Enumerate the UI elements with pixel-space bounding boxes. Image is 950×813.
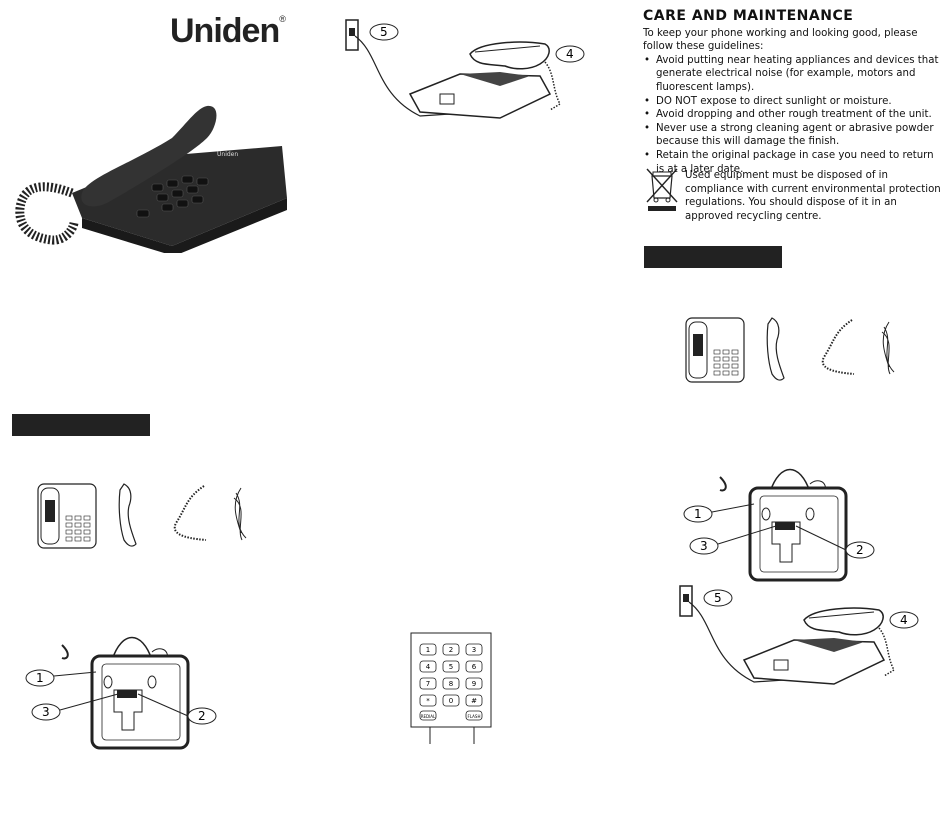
callout-3: 3 [42, 705, 50, 719]
key-8: 8 [449, 680, 453, 688]
key-7: 7 [426, 680, 430, 688]
weee-bin-icon [646, 168, 678, 211]
base-unit [408, 73, 552, 119]
care-item: Avoid putting near heating appliances an… [643, 54, 943, 95]
key-9: 9 [472, 680, 476, 688]
coiled-cord-icon [173, 485, 207, 541]
care-list: Avoid putting near heating appliances an… [643, 54, 943, 176]
callout-3: 3 [700, 539, 708, 553]
flash-key-label: FLASH [468, 714, 481, 719]
uniden-logo: Uniden® [170, 12, 286, 50]
key-6: 6 [472, 663, 477, 671]
phone-keys [136, 175, 209, 218]
callout-5: 5 [714, 591, 722, 605]
base-unit [742, 639, 886, 685]
key-2: 2 [449, 646, 453, 654]
care-item: Retain the original package in case you … [643, 149, 943, 176]
care-intro: To keep your phone working and looking g… [643, 27, 918, 53]
handset-icon [118, 483, 137, 547]
disposal-notice: Used equipment must be disposed of in co… [685, 170, 941, 222]
cover-phone-illustration: Uniden [15, 105, 287, 253]
phone-handset [81, 105, 217, 207]
section-heading-bar-right [644, 246, 782, 268]
callout-1: 1 [694, 507, 702, 521]
callout-1: 1 [36, 671, 44, 685]
coiled-cord [15, 182, 79, 245]
key-0: 0 [449, 697, 453, 705]
callout-4: 4 [566, 47, 574, 61]
line-cord-icon [233, 487, 247, 541]
key-1: 1 [426, 646, 430, 654]
line-cord-icon [881, 321, 895, 375]
key-4: 4 [426, 663, 431, 671]
coiled-cord-icon [821, 319, 855, 375]
phone-badge: Uniden [217, 151, 238, 158]
handset [803, 607, 884, 636]
redial-key-label: REDIAL [421, 714, 436, 719]
callout-2: 2 [856, 543, 864, 557]
key-5: 5 [449, 663, 453, 671]
keypad-diagram: 1 2 3 4 5 6 7 8 9 * 0 # REDIAL FLASH [410, 632, 492, 744]
wall-mount-diagram-right: 1 3 2 [683, 468, 875, 582]
care-maintenance-section: CARE AND MAINTENANCE To keep your phone … [643, 8, 943, 176]
callout-4: 4 [900, 613, 908, 627]
base-unit-icon [685, 317, 745, 383]
key-star: * [426, 697, 430, 705]
care-item: Avoid dropping and other rough treatment… [643, 108, 943, 122]
base-unit-icon [37, 483, 97, 549]
base-back [748, 486, 848, 582]
care-title: CARE AND MAINTENANCE [643, 8, 854, 24]
callout-2: 2 [198, 709, 206, 723]
connection-diagram-right: 5 4 [679, 585, 919, 685]
key-hash: # [471, 697, 477, 705]
package-contents-left [37, 483, 247, 549]
wall-mount-diagram-left: 1 3 2 [25, 636, 217, 750]
callout-5: 5 [380, 25, 388, 39]
base-back [90, 654, 190, 750]
connection-diagram-middle: 5 4 [345, 19, 585, 119]
section-heading-bar-left [12, 414, 150, 436]
package-contents-right [685, 317, 895, 383]
key-3: 3 [472, 646, 476, 654]
handset [469, 41, 550, 70]
handset-icon [766, 317, 785, 381]
care-item: DO NOT expose to direct sunlight or mois… [643, 95, 943, 109]
care-item: Never use a strong cleaning agent or abr… [643, 122, 943, 149]
